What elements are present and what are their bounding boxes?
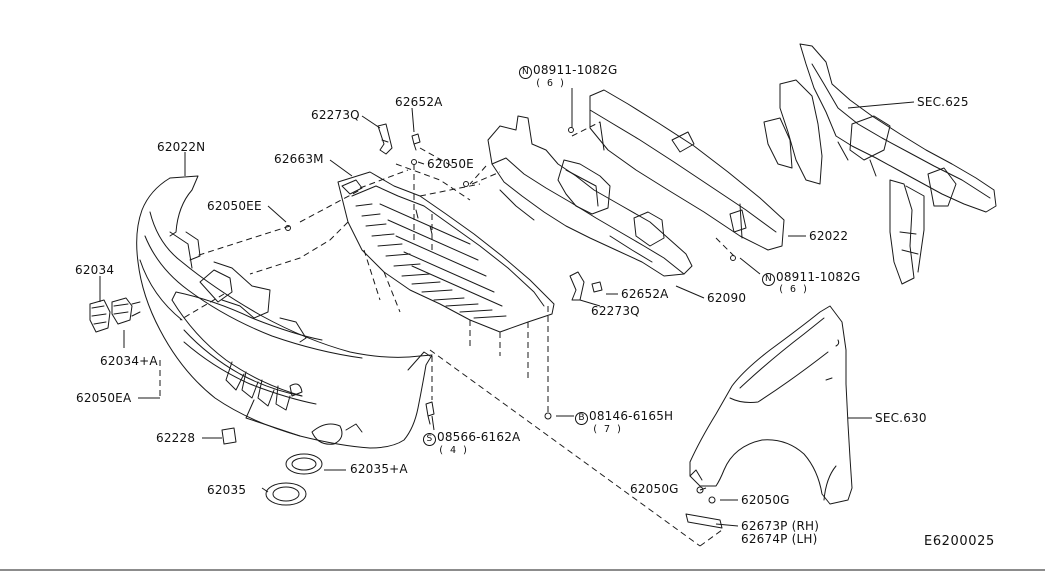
bumper-reinforcement bbox=[589, 89, 785, 251]
label-sec625: SEC.625 bbox=[917, 95, 969, 109]
label-62663m: 62663M bbox=[274, 152, 324, 166]
energy-absorber bbox=[487, 115, 693, 277]
front-fender bbox=[689, 305, 853, 505]
label-sec630: SEC.630 bbox=[875, 411, 927, 425]
bracket-62273q-mid bbox=[569, 271, 585, 301]
front-bumper-fascia bbox=[136, 175, 433, 449]
bracket-62273q-top bbox=[377, 123, 393, 155]
fastener-n-right-part: 08911-1082G bbox=[776, 270, 861, 284]
s-badge-icon: S bbox=[423, 433, 436, 446]
label-62652a-top: 62652A bbox=[395, 95, 443, 109]
fastener-b-qty: ( 7 ) bbox=[592, 424, 623, 435]
fastener-s-part: 08566-6162A bbox=[437, 430, 521, 444]
cover-62228 bbox=[221, 427, 237, 445]
clip-62652a-mid bbox=[591, 281, 603, 293]
clip-62050g-left bbox=[696, 486, 704, 494]
label-62050g-left: 62050G bbox=[630, 482, 679, 496]
bolt-n-right bbox=[730, 255, 736, 261]
label-62050g-right: 62050G bbox=[741, 493, 790, 507]
b-badge-icon: B bbox=[575, 412, 588, 425]
fog-lamp-rings bbox=[265, 453, 323, 506]
label-62050e: 62050E bbox=[427, 157, 474, 171]
bolt-n-top bbox=[568, 127, 574, 133]
fastener-n-top-qty: ( 6 ) bbox=[535, 78, 566, 89]
bolt-62050e bbox=[411, 159, 417, 165]
bolt-top-absorber bbox=[463, 181, 469, 187]
fender-seal bbox=[685, 513, 723, 529]
bolt-b bbox=[544, 412, 552, 420]
label-62273q-top: 62273Q bbox=[311, 108, 360, 122]
fastener-s-qty: ( 4 ) bbox=[438, 445, 469, 456]
label-62022: 62022 bbox=[809, 229, 849, 243]
bolt-62050ee bbox=[285, 225, 291, 231]
label-62090: 62090 bbox=[707, 291, 747, 305]
fog-lamp-bracket-parts bbox=[89, 297, 141, 333]
diagram-code: E6200025 bbox=[924, 534, 995, 549]
label-62273q-mid: 62273Q bbox=[591, 304, 640, 318]
label-62674p: 62674P (LH) bbox=[741, 532, 818, 546]
label-62035a: 62035+A bbox=[350, 462, 408, 476]
label-62652a-mid: 62652A bbox=[621, 287, 669, 301]
fastener-n-right-qty: ( 6 ) bbox=[778, 284, 809, 295]
label-62022n: 62022N bbox=[157, 140, 206, 154]
fastener-b-part: 08146-6165H bbox=[589, 409, 674, 423]
fastener-n-top-part: 08911-1082G bbox=[533, 63, 618, 77]
label-62228: 62228 bbox=[156, 431, 196, 445]
label-62050ee: 62050EE bbox=[207, 199, 262, 213]
n-badge-icon: N bbox=[519, 66, 532, 79]
assembly-guide-lines bbox=[159, 121, 735, 547]
radiator-core-support bbox=[763, 43, 997, 285]
leader-lines bbox=[99, 88, 915, 527]
label-62050ea: 62050EA bbox=[76, 391, 132, 405]
screw-s bbox=[425, 401, 435, 425]
label-62034a: 62034+A bbox=[100, 354, 158, 368]
n-badge-icon: N bbox=[762, 273, 775, 286]
clip-62652a-top bbox=[411, 133, 421, 151]
label-62034: 62034 bbox=[75, 263, 115, 277]
clip-62050g-right bbox=[708, 496, 716, 504]
label-62035: 62035 bbox=[207, 483, 247, 497]
label-62673p: 62673P (RH) bbox=[741, 519, 820, 533]
